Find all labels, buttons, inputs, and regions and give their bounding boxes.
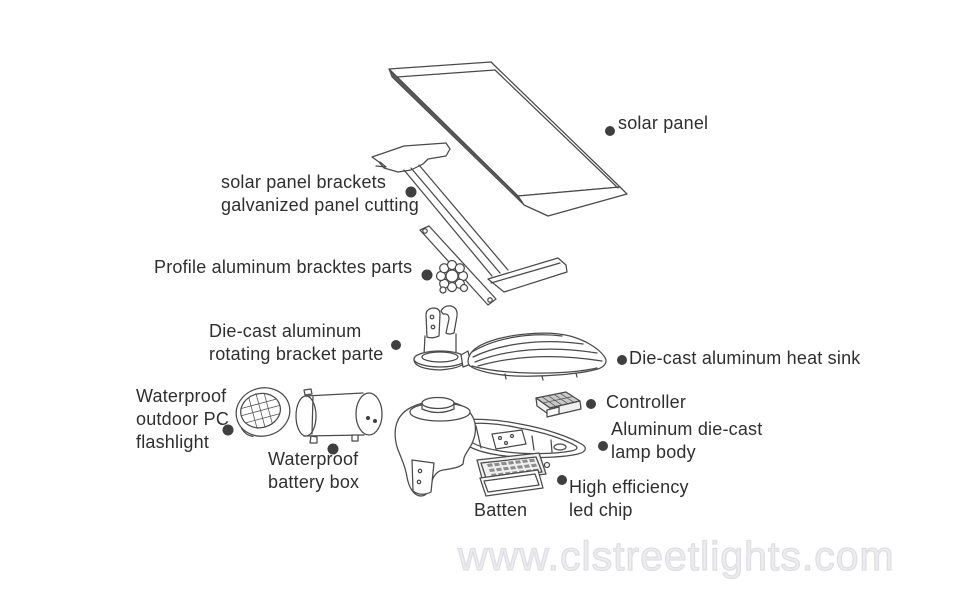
rotating-bracket-drawing [413,305,467,371]
label-battery-box: Waterproof battery box [268,449,360,492]
label-dots [222,126,627,485]
watermark-text: www.clstreetlights.com [457,532,895,579]
pc-flashlight-drawing [235,387,291,438]
battery-box-drawing [295,388,383,444]
label-pc-flashlight: Waterproof outdoor PC flashlight [136,386,230,452]
label-panel-brackets: solar panel brackets galvanized panel cu… [221,172,419,215]
profile-bracket-drawing [419,225,497,306]
solar-panel-drawing [388,61,628,217]
solar-panel-dot [605,126,615,136]
lamp-body-dot [598,441,608,451]
lamp-body-head-drawing [394,396,477,497]
heat-sink-drawing [460,332,607,381]
label-led-chip: High efficiency led chip [569,477,689,520]
battery-box-dot [327,443,339,455]
label-lamp-body: Aluminum die-cast lamp body [611,419,763,462]
label-controller: Controller [606,392,687,412]
controller-dot [586,399,596,409]
panel-bracket-drawing [371,142,568,293]
label-batten: Batten [474,500,528,520]
rotating-bracket-dot [391,340,401,350]
lamp-body-arm-drawing [455,418,586,469]
batten-drawing [479,469,544,497]
led-chip-dot [557,475,567,485]
panel-brackets-dot [405,186,417,198]
pc-flashlight-dot [222,424,234,436]
heat-sink-dot [617,355,627,365]
label-heat-sink: Die-cast aluminum heat sink [629,348,861,368]
label-rotating-bracket: Die-cast aluminum rotating bracket parte [209,321,384,364]
profile-bracket-dot [421,269,433,281]
label-solar-panel: solar panel [618,113,709,133]
label-profile-bracket: Profile aluminum bracktes parts [154,257,413,277]
controller-drawing [535,391,582,418]
